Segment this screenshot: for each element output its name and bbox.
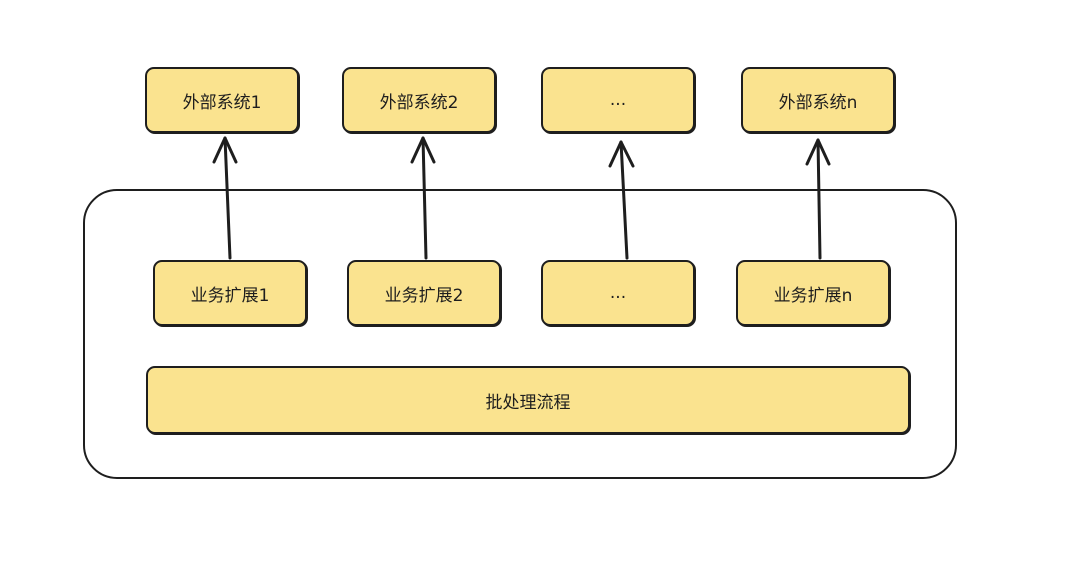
arrow-extension-n-to-external-n [805, 138, 831, 260]
arrow-extension-2-to-external-2 [410, 136, 436, 260]
batch-container-frame [83, 189, 957, 479]
external-system-1-box: 外部系统1 [145, 67, 299, 133]
external-system-n-box: 外部系统n [741, 67, 895, 133]
external-system-n-label: 外部系统n [778, 92, 858, 113]
external-system-ellipsis-box: ... [541, 67, 695, 133]
extension-2-label: 业务扩展2 [384, 285, 464, 306]
extension-n-label: 业务扩展n [773, 285, 853, 306]
external-system-2-label: 外部系统2 [379, 92, 459, 113]
batch-process-label: 批处理流程 [485, 392, 571, 413]
external-system-2-box: 外部系统2 [342, 67, 496, 133]
extension-2-box: 业务扩展2 [347, 260, 501, 326]
extension-ellipsis-label: ... [609, 283, 627, 303]
extension-1-box: 业务扩展1 [153, 260, 307, 326]
external-system-1-label: 外部系统1 [182, 92, 262, 113]
extension-ellipsis-box: ... [541, 260, 695, 326]
batch-process-box: 批处理流程 [146, 366, 910, 434]
extension-1-label: 业务扩展1 [190, 285, 270, 306]
arrow-extension-ellipsis-to-external-ellipsis [608, 140, 635, 260]
extension-n-box: 业务扩展n [736, 260, 890, 326]
arrow-extension-1-to-external-1 [212, 136, 238, 260]
external-system-ellipsis-label: ... [609, 90, 627, 110]
